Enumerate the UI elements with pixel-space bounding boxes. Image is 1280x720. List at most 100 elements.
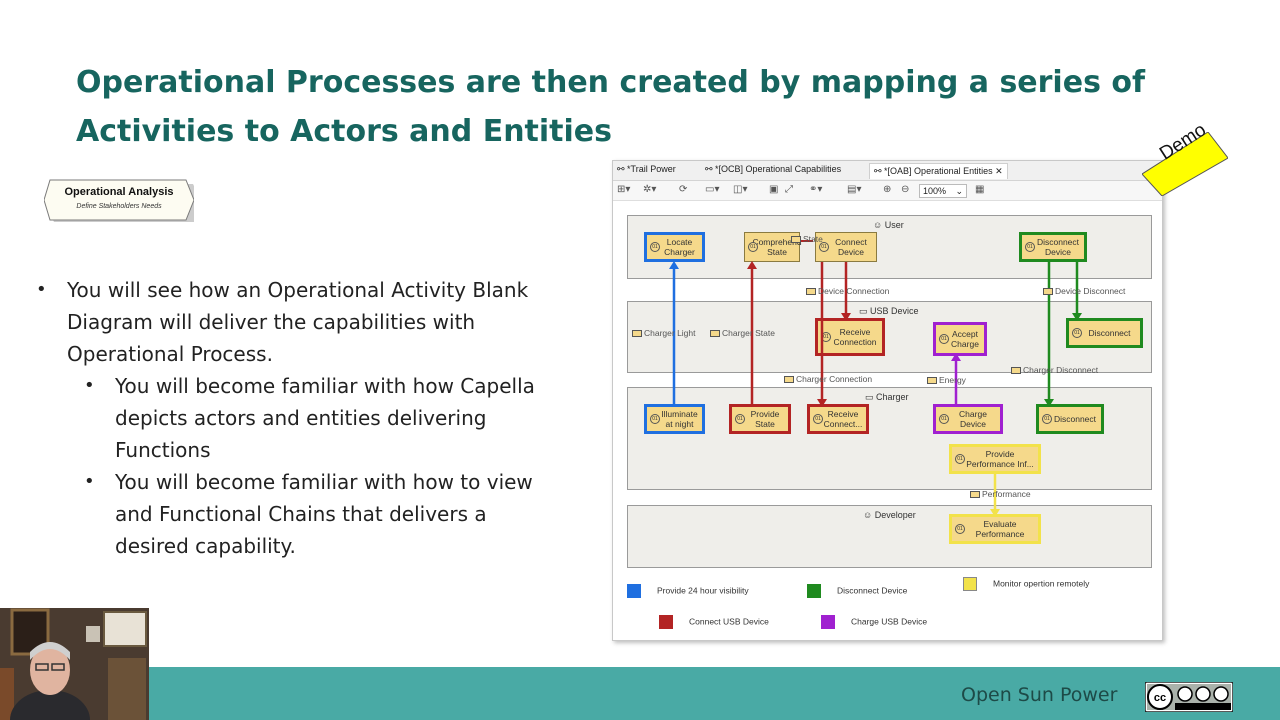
activity-icon: 01 [1042, 414, 1052, 424]
refresh-icon[interactable]: ⟳ [679, 184, 688, 195]
activity-icon: 01 [955, 454, 965, 464]
flow-label-state: State [791, 234, 823, 244]
tab-operational-capabilities[interactable]: ⚯ *[OCB] Operational Capabilities [705, 164, 842, 174]
legend-item-blue[interactable]: Provide 24 hour visibility [627, 584, 749, 598]
badge-subtitle: Define Stakeholders Needs [76, 203, 162, 210]
flow-label-device-connection: Device Connection [806, 286, 889, 296]
chain-icon [821, 615, 835, 629]
chain-icon [659, 615, 673, 629]
legend-item-red[interactable]: Connect USB Device [659, 615, 769, 629]
select-icon[interactable]: ▭▾ [705, 184, 720, 195]
zoom-out-icon[interactable]: ⊖ [901, 184, 910, 195]
exchange-icon [927, 377, 937, 385]
bullet-text: You will become familiar with how Capell… [115, 374, 535, 462]
activity-icon: 01 [1025, 242, 1035, 252]
flow-arrowhead [817, 399, 827, 407]
lane-developer [627, 505, 1152, 568]
flow-arrowhead [951, 353, 961, 361]
activity-icon: 01 [813, 414, 823, 424]
tab-operational-entities[interactable]: ⚯ *[OAB] Operational Entities ✕ [869, 163, 1008, 179]
badge-shape [44, 179, 194, 222]
lane-label-usb: ▭ USB Device [859, 306, 919, 316]
tab-trail-power[interactable]: ⚯ *Trail Power [617, 164, 676, 174]
chevron-down-icon: ⌄ [955, 186, 963, 196]
flow-arrowhead [747, 261, 757, 269]
arrange-icon[interactable]: ◫▾ [733, 184, 748, 195]
flow-label-charger-light: Charger Light [632, 328, 696, 338]
activity-icon: 01 [748, 242, 758, 252]
entity-icon: ▭ [865, 392, 877, 402]
diagram-icon: ⚯ [705, 164, 716, 174]
exchange-icon [806, 288, 816, 296]
save-icon[interactable]: ▤▾ [847, 184, 862, 195]
flow-label-charger-connection: Charger Connection [784, 374, 872, 384]
badge-title: Operational Analysis [64, 186, 174, 198]
layout-icon[interactable]: ⊞▾ [617, 184, 631, 195]
lane-label-charger: ▭ Charger [865, 392, 909, 402]
export-icon[interactable]: ▣ [769, 184, 779, 195]
demo-tag-shape [1142, 132, 1228, 196]
zoom-select[interactable]: 100%⌄ [919, 184, 967, 198]
zoom-fit-icon[interactable]: ⤢ [785, 184, 793, 195]
creative-commons-logo: cc [1144, 681, 1234, 713]
slide-title: Operational Processes are then created b… [76, 65, 1146, 149]
legend-item-yellow[interactable]: Monitor opertion remotely [963, 577, 1089, 591]
exchange-icon [1043, 288, 1053, 296]
lane-usb-device [627, 301, 1152, 373]
bullet-text: You will see how an Operational Activity… [67, 278, 529, 366]
chain-icon [807, 584, 821, 598]
flow-arrowhead [990, 509, 1000, 517]
filter-icon[interactable]: ✲▾ [643, 184, 657, 195]
zoom-in-icon[interactable]: ⊕ [883, 184, 892, 195]
activity-icon: 01 [1072, 328, 1082, 338]
flow-arrowhead [669, 261, 679, 269]
svg-text:cc: cc [1154, 692, 1166, 704]
entity-icon: ▭ [859, 306, 871, 316]
bullet-text: You will become familiar with how to vie… [115, 470, 533, 558]
layer-icon[interactable]: ⚭▾ [809, 184, 823, 195]
actor-icon: ☺ [863, 510, 875, 520]
activity-icon: 01 [939, 414, 949, 424]
legend-item-purple[interactable]: Charge USB Device [821, 615, 927, 629]
editor-tab-bar: ⚯ *Trail Power ⚯ *[OCB] Operational Capa… [613, 161, 1162, 181]
diagram-icon: ⚯ [874, 166, 885, 176]
activity-icon: 01 [650, 242, 660, 252]
activity-icon: 01 [650, 414, 660, 424]
diagram-canvas: ☺ User ▭ USB Device ▭ Charger ☺ Develope… [613, 201, 1162, 640]
camera-icon[interactable]: ▦ [975, 184, 985, 195]
bullet-item: •You will become familiar with how to vi… [84, 470, 533, 558]
activity-icon: 01 [939, 334, 949, 344]
legend-item-green[interactable]: Disconnect Device [807, 584, 907, 598]
diagram-toolbar: ⊞▾ ✲▾ ⟳ ▭▾ ◫▾ ▣ ⤢ ⚭▾ ▤▾ ⊕ ⊖ 100%⌄ ▦ [613, 181, 1162, 201]
lane-label-developer: ☺ Developer [863, 510, 916, 520]
flow-arrowhead [1072, 313, 1082, 321]
flow-arrowhead [841, 313, 851, 321]
exchange-icon [791, 236, 801, 244]
flow-label-device-disconnect: Device Disconnect [1043, 286, 1125, 296]
exchange-icon [710, 330, 720, 338]
chain-icon [963, 577, 977, 591]
bullet-item: •You will become familiar with how Capel… [84, 374, 535, 462]
exchange-icon [784, 376, 794, 384]
flow-label-energy: Energy [927, 375, 966, 385]
capella-diagram-screenshot: ⚯ *Trail Power ⚯ *[OCB] Operational Capa… [612, 160, 1163, 641]
operational-analysis-badge: Operational Analysis Define Stakeholders… [44, 178, 194, 222]
actor-icon: ☺ [873, 220, 885, 230]
close-icon[interactable]: ✕ [992, 166, 1003, 176]
activity-icon: 01 [735, 414, 745, 424]
flow-label-charger-disconnect: Charger Disconnect [1011, 365, 1098, 375]
